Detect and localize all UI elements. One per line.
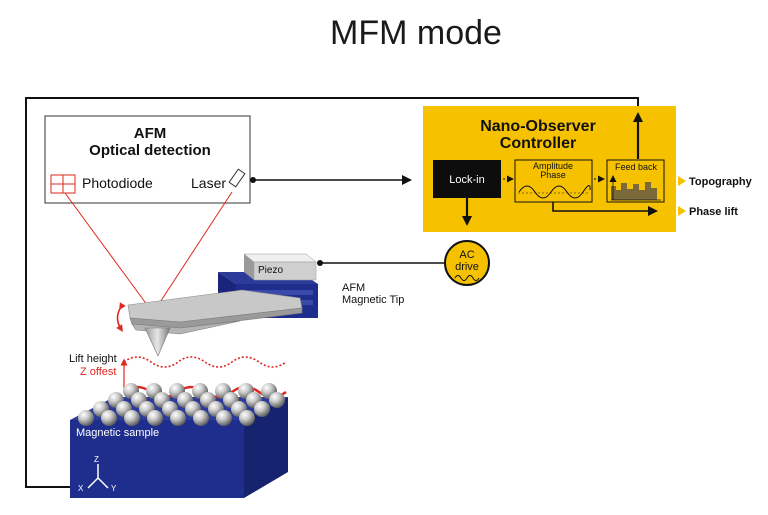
axis-x-label: X: [78, 484, 84, 493]
nano-observer-controller: Nano-Observer Controller Lock-in Amplitu…: [423, 106, 676, 232]
amplitude-wave: [518, 185, 591, 199]
laser-beam-incident: [152, 191, 233, 314]
feedback-signal: [611, 182, 657, 200]
afm-box-title-line1: AFM: [134, 125, 167, 142]
tip-label-line1: AFM: [342, 282, 365, 294]
topography-output-label: Topography: [689, 176, 753, 188]
controller-title-line1: Nano-Observer: [480, 118, 596, 135]
afm-optical-detection-box: AFM Optical detection Photodiode Laser: [44, 115, 251, 204]
magnetic-tip: [144, 327, 171, 357]
sample-atoms: [78, 383, 285, 426]
lift-trajectory-dotted: [123, 356, 287, 368]
photodiode-label: Photodiode: [82, 175, 153, 191]
photodiode-icon: [50, 174, 76, 194]
amplitude-label: Amplitude: [533, 161, 573, 171]
lockin-label: Lock-in: [449, 174, 484, 186]
cantilever: [127, 289, 303, 335]
page-title: MFM mode: [330, 14, 502, 52]
ac-drive-line2: drive: [455, 261, 479, 273]
ac-wave-icon: [454, 275, 480, 281]
axis-y-label: Y: [111, 484, 117, 493]
phase-lift-output-label: Phase lift: [689, 206, 738, 218]
laser-beam-reflected: [64, 192, 154, 314]
ac-drive-line1: AC: [459, 249, 474, 261]
feedback-loop-line: [25, 97, 639, 488]
ac-drive: AC drive: [444, 240, 490, 286]
piezo-input-dot: [317, 260, 323, 266]
laser-label: Laser: [191, 175, 226, 191]
controller-title-line2: Controller: [500, 135, 576, 152]
afm-box-title-line2: Optical detection: [89, 142, 211, 159]
sample-label: Magnetic sample: [76, 427, 159, 439]
piezo-block: Piezo: [243, 253, 317, 281]
lockin-block: [433, 160, 501, 198]
laser-icon: [228, 168, 246, 188]
z-offset-label: Z offest: [80, 366, 116, 378]
oscillation-arrow-icon: [116, 302, 126, 332]
topography-arrow: [678, 176, 686, 186]
axis-z-label: Z: [94, 455, 99, 464]
feedback-label: Feed back: [615, 162, 658, 172]
xyz-axes-icon: Z X Y: [78, 455, 117, 493]
phase-lift-path: [552, 202, 658, 216]
lift-height-label: Lift height: [69, 353, 117, 365]
phase-lift-arrow: [678, 206, 686, 216]
tip-label-line2: Magnetic Tip: [342, 294, 404, 306]
phase-label: Phase: [540, 170, 566, 180]
amplitude-phase-block: [514, 159, 593, 203]
piezo-label: Piezo: [258, 265, 283, 276]
